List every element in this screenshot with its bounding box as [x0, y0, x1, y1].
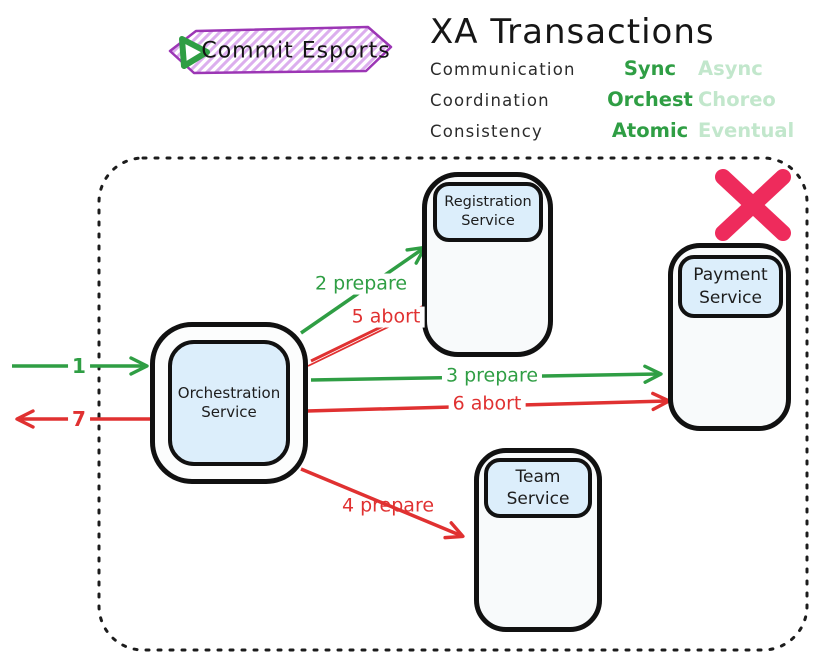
legend-row-coordination: Coordination Orchest Choreo	[430, 88, 794, 119]
page-title: XA Transactions	[430, 12, 715, 52]
arrow-label-2-prepare: 2 prepare	[310, 273, 412, 295]
legend-alternative: Eventual	[698, 119, 795, 142]
team-service-label: Team Service	[484, 458, 592, 518]
registration-service-label: Registration Service	[433, 182, 543, 242]
arrow-label-4-prepare: 4 prepare	[341, 494, 435, 517]
cross-icon	[715, 169, 791, 241]
legend-dimension: Communication	[430, 60, 576, 79]
legend-selected: Orchest	[607, 88, 693, 111]
orchestration-service-label: Orchestration Service	[168, 340, 290, 466]
legend: Communication Sync Async Coordination Or…	[430, 57, 794, 150]
legend-alternative: Choreo	[698, 88, 776, 111]
legend-selected: Sync	[623, 57, 677, 80]
payment-service-label: Payment Service	[678, 255, 783, 318]
legend-alternative: Async	[698, 57, 763, 80]
logo-text: Commit Esports	[201, 38, 391, 64]
legend-row-communication: Communication Sync Async	[430, 57, 794, 88]
arrow-label-6-abort: 6 abort	[448, 393, 526, 415]
arrow-label-3-prepare: 3 prepare	[441, 365, 543, 387]
arrow-label-1: 1	[68, 355, 90, 377]
legend-selected: Atomic	[611, 119, 689, 142]
legend-row-consistency: Consistency Atomic Eventual	[430, 119, 794, 150]
arrow-label-7: 7	[68, 408, 90, 430]
legend-dimension: Coordination	[430, 91, 550, 110]
arrow-label-5-abort: 5 abort	[347, 306, 425, 328]
legend-dimension: Consistency	[430, 122, 543, 141]
